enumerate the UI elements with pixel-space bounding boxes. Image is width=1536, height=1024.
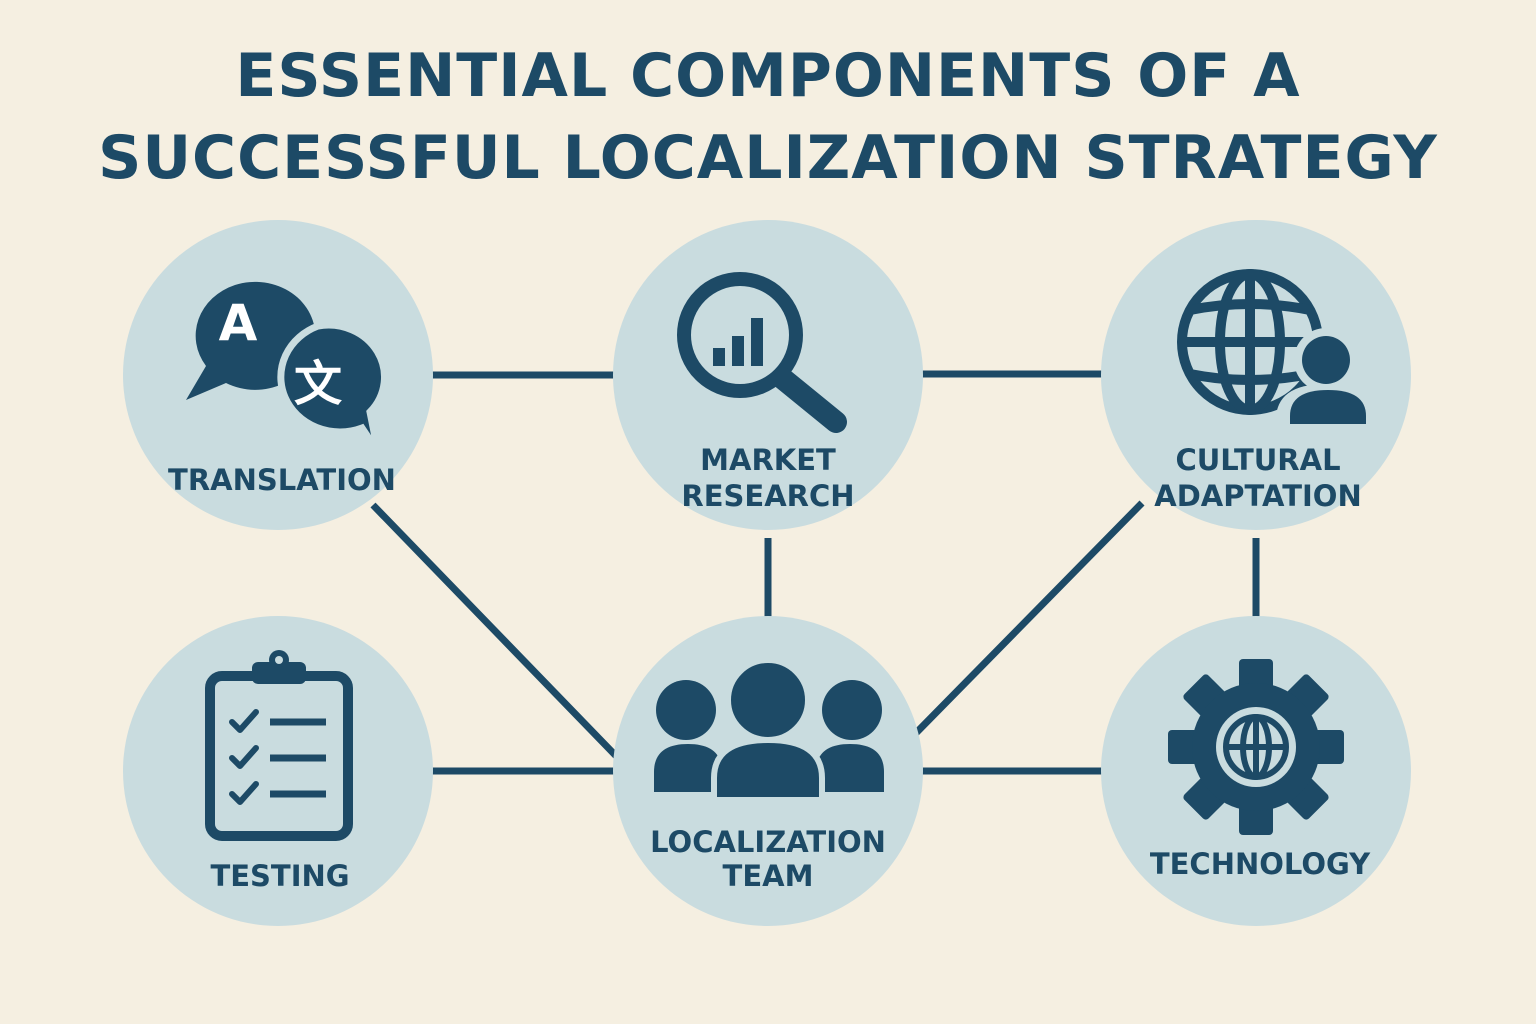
svg-text:文: 文 [294, 356, 342, 412]
localization-team-label-line-2: TEAM [723, 859, 814, 893]
cultural-adaptation-label-line-2: ADAPTATION [1154, 479, 1361, 513]
globe-person-icon [1177, 269, 1376, 432]
svg-text:A: A [219, 294, 258, 352]
clipboard-checklist-icon [205, 650, 353, 841]
node-localization-team: LOCALIZATION TEAM [613, 616, 923, 926]
connector-translation-localization-team [370, 502, 621, 761]
node-market-research: MARKET RESEARCH [613, 220, 923, 530]
magnifier-chart-icon [677, 272, 847, 433]
translation-label: TRANSLATION [168, 463, 396, 497]
cultural-adaptation-label-line-1: CULTURAL [1175, 443, 1340, 477]
market-research-label-line-2: RESEARCH [681, 479, 854, 513]
page-title-line-2: SUCCESSFUL LOCALIZATION STRATEGY [98, 123, 1438, 193]
node-testing: TESTING [123, 616, 433, 926]
translate-icon: A 文 [186, 281, 388, 454]
testing-label: TESTING [210, 859, 349, 893]
technology-label: TECHNOLOGY [1150, 847, 1371, 881]
gear-globe-icon [1168, 659, 1344, 835]
market-research-label-line-1: MARKET [700, 443, 836, 477]
localization-team-label-line-1: LOCALIZATION [650, 825, 886, 859]
node-translation: A 文 TRANSLATION [123, 220, 433, 530]
node-technology: TECHNOLOGY [1101, 616, 1411, 926]
connector-lines [370, 370, 1260, 775]
page-title-line-1: ESSENTIAL COMPONENTS OF A [235, 41, 1301, 111]
node-cultural-adaptation: CULTURAL ADAPTATION [1101, 220, 1411, 530]
team-icon [654, 657, 884, 803]
connector-cultural-adaptation-localization-team [913, 500, 1145, 736]
